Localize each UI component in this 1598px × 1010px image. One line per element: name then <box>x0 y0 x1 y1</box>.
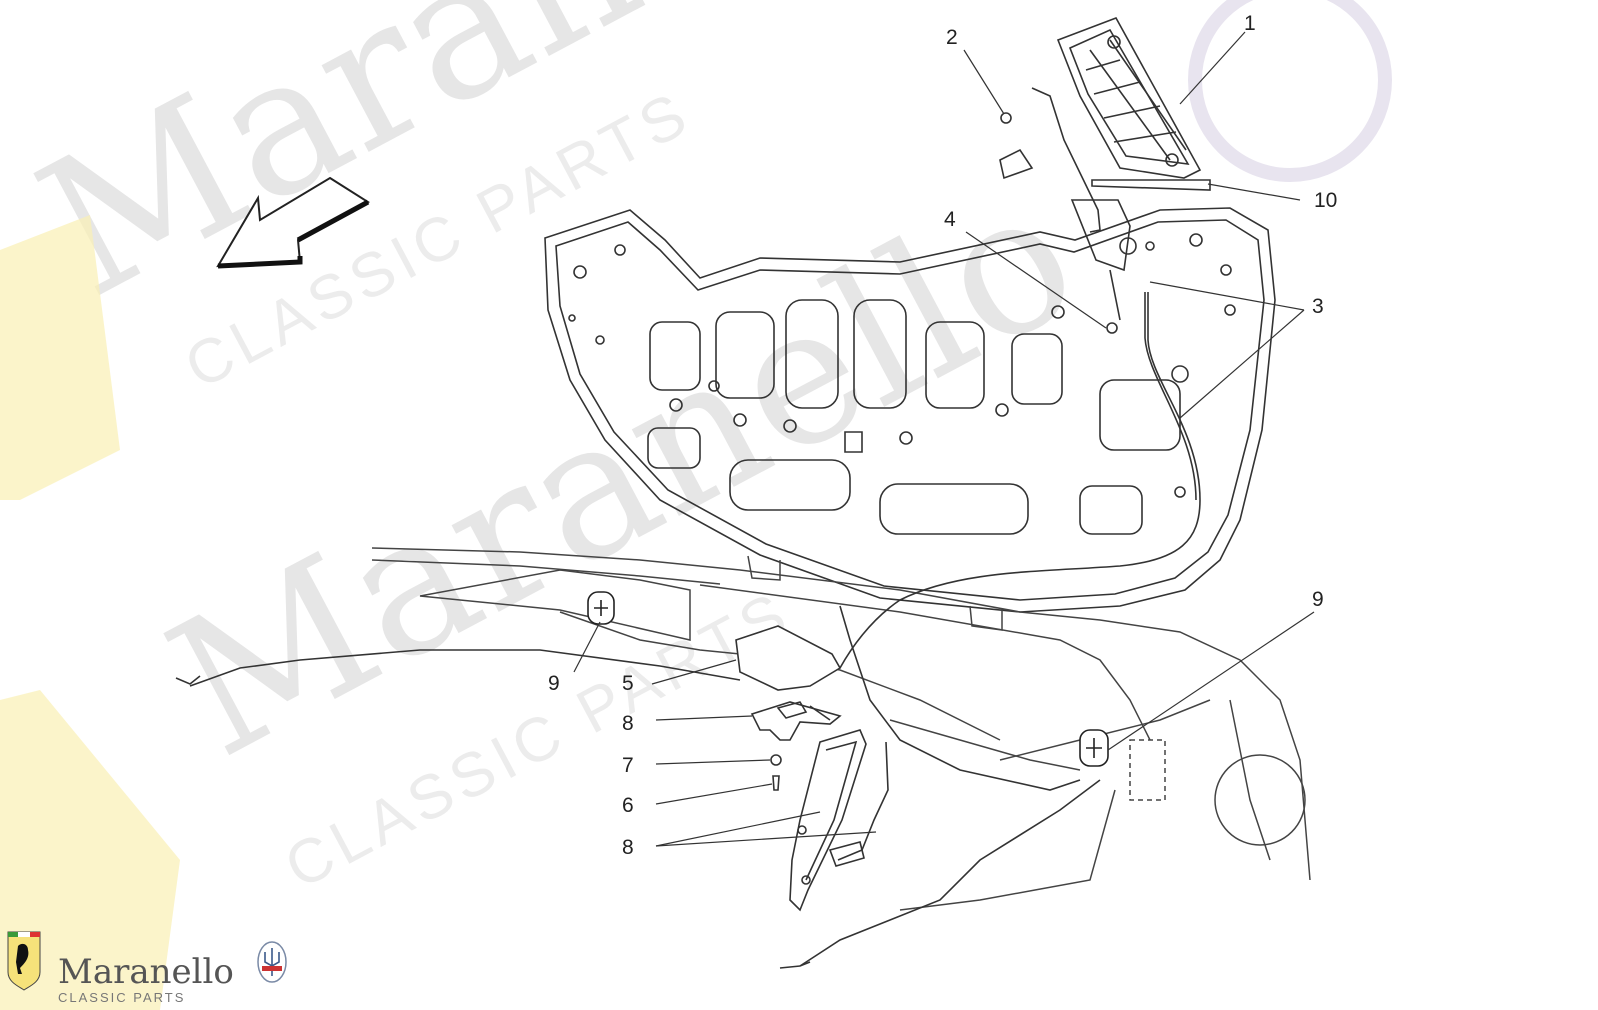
callout-5: 5 <box>622 672 634 695</box>
direction-arrow-icon <box>216 176 370 269</box>
watermark: Maranello CLASSIC PARTS Maranello CLASSI… <box>0 0 1392 1010</box>
callout-2: 2 <box>946 26 958 49</box>
callout-8-upper: 8 <box>622 712 634 735</box>
bumper-stop-right <box>1079 729 1109 767</box>
watermark-shield-2 <box>0 690 180 1010</box>
hinge-arm-assembly <box>999 17 1211 334</box>
brand-tagline: CLASSIC PARTS <box>58 990 186 1005</box>
ferrari-shield-icon <box>7 931 41 991</box>
callout-6: 6 <box>622 794 634 817</box>
callout-10: 10 <box>1314 189 1337 212</box>
lower-hinge-bracket <box>789 729 867 912</box>
callout-4: 4 <box>944 208 956 231</box>
body-rear-deck <box>371 547 1311 911</box>
maserati-trident-icon <box>257 941 287 983</box>
lock-bracket <box>750 701 842 791</box>
bumper-stop-left <box>587 591 615 625</box>
cover-plate <box>735 625 842 691</box>
watermark-shield-1 <box>0 215 120 500</box>
callout-9-right: 9 <box>1312 588 1324 611</box>
callout-8-lower: 8 <box>622 836 634 859</box>
leader-lines <box>573 31 1315 847</box>
callout-7: 7 <box>622 754 634 777</box>
callout-9-left: 9 <box>548 672 560 695</box>
callout-numbers: 1 2 3 4 5 6 7 8 8 9 9 10 <box>548 12 1337 859</box>
release-cables <box>175 292 1201 969</box>
trunk-lid <box>544 207 1276 613</box>
callout-1: 1 <box>1244 12 1256 35</box>
brand-name: Maranello <box>58 952 234 992</box>
watermark-emblem <box>1188 0 1392 182</box>
callout-3: 3 <box>1312 295 1324 318</box>
